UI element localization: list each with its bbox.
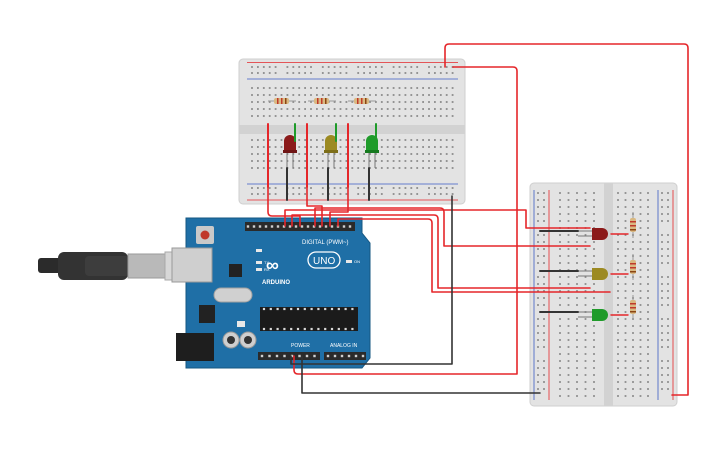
arduino-logo: ∞ ARDUINO UNO [262, 251, 341, 286]
wire-gnd-to-right[interactable] [301, 355, 541, 394]
resistor-right-1[interactable] [630, 212, 636, 238]
wire-led2-pin[interactable] [306, 186, 323, 227]
digital-label: DIGITAL (PWM~) [302, 240, 349, 246]
analog-header [324, 352, 366, 360]
power-label: POWER [291, 343, 310, 349]
microcontroller-chip [260, 307, 358, 331]
wire-led1-pin[interactable] [267, 186, 301, 227]
power-header [258, 352, 320, 360]
brand-label: ARDUINO [262, 280, 290, 286]
resistor-top-2[interactable] [308, 98, 336, 104]
led-yellow-right[interactable] [578, 268, 608, 280]
resistor-top-3[interactable] [348, 98, 376, 104]
on-label: ON [354, 259, 360, 264]
wire-pin-extra[interactable] [337, 218, 611, 293]
led-green-right[interactable] [578, 309, 608, 321]
wire-gnd-to-top[interactable] [290, 195, 453, 365]
led-red-right[interactable] [578, 228, 608, 240]
tx-label: TX [264, 260, 269, 265]
top-breadboard[interactable] [238, 58, 466, 205]
reset-button[interactable] [200, 230, 210, 240]
led-yellow-top[interactable] [324, 135, 338, 168]
wire-pin-to-right-red[interactable] [284, 209, 591, 229]
arduino-board[interactable]: DIGITAL (PWM~) ∞ ARDUINO UNO TX RX ON [171, 217, 371, 369]
wire-led3-pin[interactable] [329, 186, 349, 227]
resistor-right-2[interactable] [630, 254, 636, 280]
model-label: UNO [313, 256, 335, 267]
led-red-top[interactable] [283, 135, 297, 168]
svg-text:∞: ∞ [266, 255, 279, 275]
wire-pin-to-right-green[interactable] [314, 207, 591, 247]
resistor-top-1[interactable] [268, 98, 296, 104]
wire-pin-to-right-yellow[interactable] [291, 214, 591, 289]
resistor-right-3[interactable] [630, 295, 636, 320]
wire-rail-to-5v[interactable] [293, 66, 518, 375]
wire-rail-loop[interactable] [444, 43, 689, 396]
rx-label: RX [264, 267, 270, 272]
analog-label: ANALOG IN [330, 343, 358, 349]
right-breadboard[interactable] [529, 182, 678, 407]
